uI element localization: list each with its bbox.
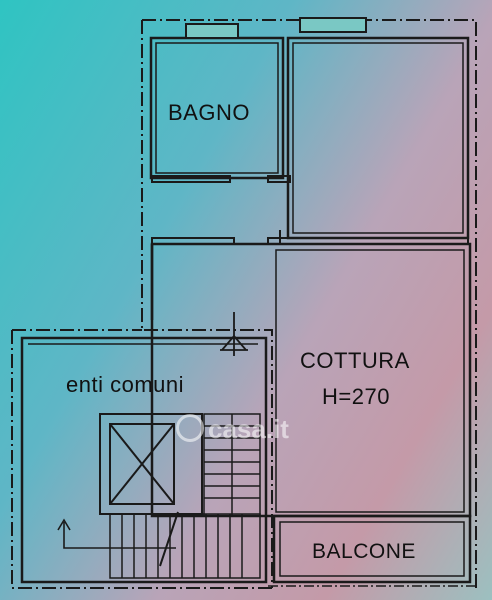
room-label-cottura: COTTURA	[300, 348, 410, 373]
stairs	[109, 413, 261, 579]
upper-room-walls	[286, 36, 470, 240]
room-height-label: H=270	[322, 384, 390, 409]
top-windows	[185, 17, 367, 39]
corridor-walls	[151, 175, 469, 245]
cottura-walls	[150, 242, 472, 518]
room-label-bagno: BAGNO	[168, 100, 250, 125]
room-label-enti-comuni: enti comuni	[66, 372, 185, 397]
elevator-shaft	[99, 413, 203, 515]
vent-symbol	[220, 312, 248, 356]
balcone-walls	[272, 514, 472, 584]
room-label-balcone: BALCONE	[312, 540, 416, 563]
enti-comuni-walls	[20, 336, 268, 584]
property-boundary	[11, 19, 477, 589]
watermark-logo-icon	[176, 414, 204, 442]
stair-arrow	[57, 518, 176, 549]
watermark-text: casa.it	[208, 414, 289, 444]
